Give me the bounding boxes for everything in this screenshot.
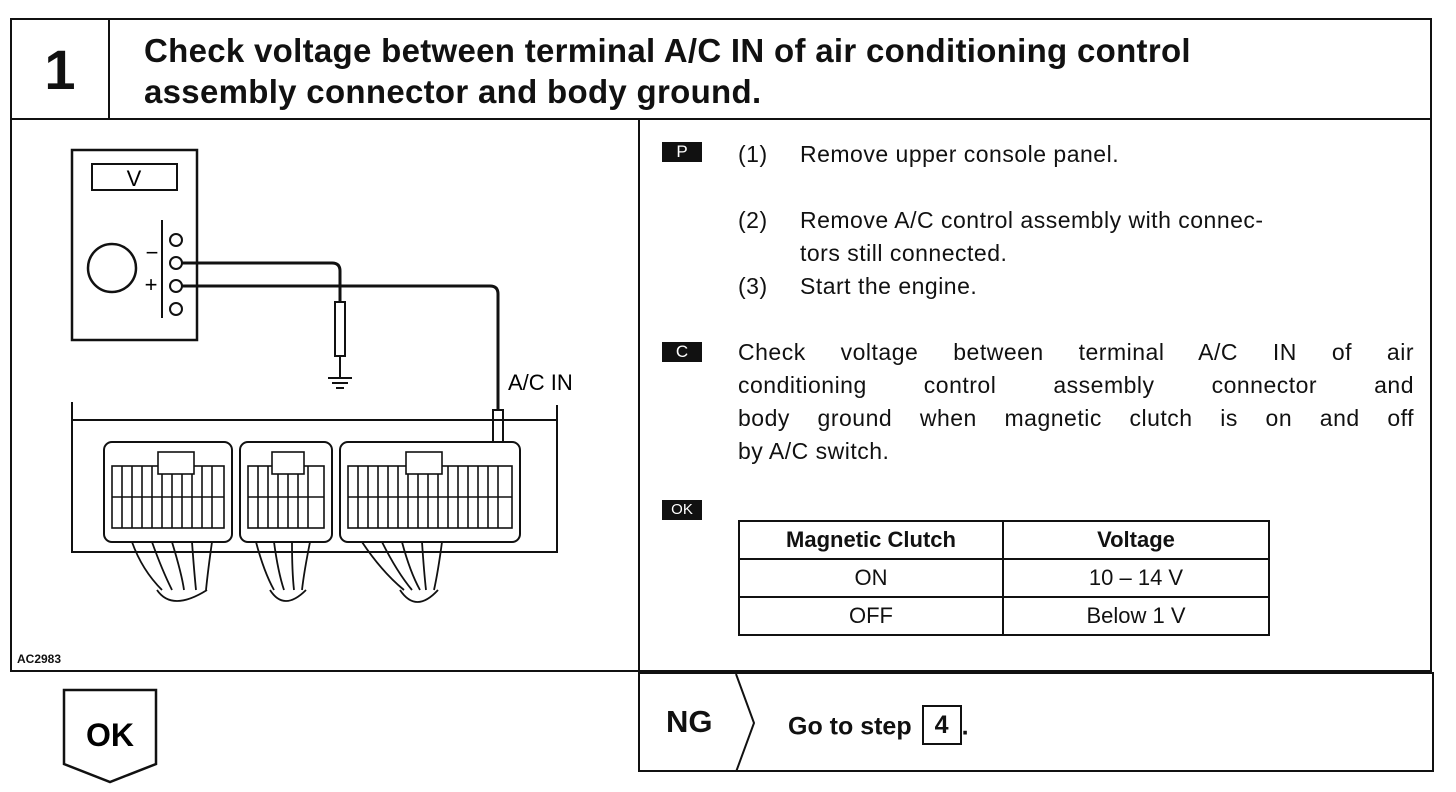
table-cell: ON (738, 558, 1004, 598)
check-line: body ground when magnetic clutch is on a… (738, 405, 1414, 431)
ok-label: OK (86, 717, 134, 753)
connector-1 (103, 441, 233, 543)
voltmeter-label: V (127, 166, 142, 191)
connector-3 (339, 441, 521, 543)
ground-lead (182, 261, 342, 302)
figure-code: AC2983 (17, 652, 62, 666)
instruction-num: (2) (738, 207, 768, 233)
ng-label: NG (666, 704, 713, 739)
voltage-table: Magnetic Clutch Voltage ON 10 – 14 V OFF… (738, 520, 1270, 636)
instruction-step-3: (3) Start the engine. (738, 270, 977, 303)
column-header: Voltage (1002, 520, 1270, 560)
go-text: Go to step (788, 712, 912, 741)
check-line: by A/C switch. (738, 438, 890, 464)
check-line: Check voltage between terminal A/C IN of… (738, 339, 1414, 365)
procedure-frame: 1 Check voltage between terminal A/C IN … (10, 18, 1432, 672)
check-tag: C (662, 342, 702, 362)
chevron-right-icon (735, 674, 756, 772)
voltmeter-display (91, 163, 178, 191)
connector-2 (239, 441, 333, 543)
ok-tag: OK (662, 500, 702, 520)
instructions-pane: P (1) Remove upper console panel. (2) Remo… (640, 120, 1432, 672)
step-header: 1 Check voltage between terminal A/C IN … (12, 20, 1430, 120)
terminal-jack-2 (169, 256, 183, 270)
instruction-text: Remove upper console panel. (800, 141, 1120, 167)
instruction-text-cont: tors still connected. (800, 240, 1008, 266)
instruction-text: Start the engine. (800, 273, 978, 299)
column-header: Magnetic Clutch (738, 520, 1004, 560)
table-cell: Below 1 V (1002, 596, 1270, 636)
instruction-step-2: (2) Remove A/C control assembly with conn… (738, 204, 1264, 270)
ok-result: OK (62, 688, 158, 789)
check-text: Check voltage between terminal A/C IN of… (738, 336, 1414, 468)
ok-pentagon-shape: OK (62, 688, 158, 784)
voltmeter-connector-diagram: V − + A/C IN (70, 148, 573, 603)
terminal-jack-4 (169, 302, 183, 316)
prep-tag: P (662, 142, 702, 162)
ng-result: NG Go to step 4. (638, 672, 1434, 772)
step-title-line-1: Check voltage between terminal A/C IN of… (144, 32, 1191, 69)
go-to-step: Go to step 4. (788, 705, 969, 748)
terminal-jack-3 (169, 279, 183, 293)
go-step-number: 4 (921, 705, 962, 745)
terminal-label: A/C IN (508, 370, 573, 395)
step-number: 1 (12, 20, 110, 118)
minus-sign: − (146, 240, 159, 265)
table-cell: 10 – 14 V (1002, 558, 1270, 598)
table-cell: OFF (738, 596, 1004, 636)
instruction-num: (3) (738, 273, 768, 299)
figure-pane: V − + A/C IN (12, 120, 640, 672)
step-title-line-2: assembly connector and body ground. (144, 73, 762, 110)
ground-probe (334, 301, 346, 357)
plus-sign: + (145, 272, 158, 297)
instruction-step-1: (1) Remove upper console panel. (738, 138, 1119, 171)
table-header-row: Magnetic Clutch Voltage (738, 520, 1270, 560)
wire-harness (131, 541, 443, 603)
terminal-jack-1 (169, 233, 183, 247)
instruction-num: (1) (738, 141, 768, 167)
step-title: Check voltage between terminal A/C IN of… (144, 30, 1404, 112)
check-line: conditioning control assembly connector … (738, 372, 1414, 398)
table-row: ON 10 – 14 V (738, 558, 1270, 598)
go-period: . (961, 712, 969, 741)
control-assembly-housing (71, 402, 558, 553)
positive-lead (182, 284, 500, 410)
instruction-text: Remove A/C control assembly with connec- (800, 207, 1264, 233)
table-row: OFF Below 1 V (738, 596, 1270, 636)
voltmeter-dial-icon (86, 242, 138, 294)
